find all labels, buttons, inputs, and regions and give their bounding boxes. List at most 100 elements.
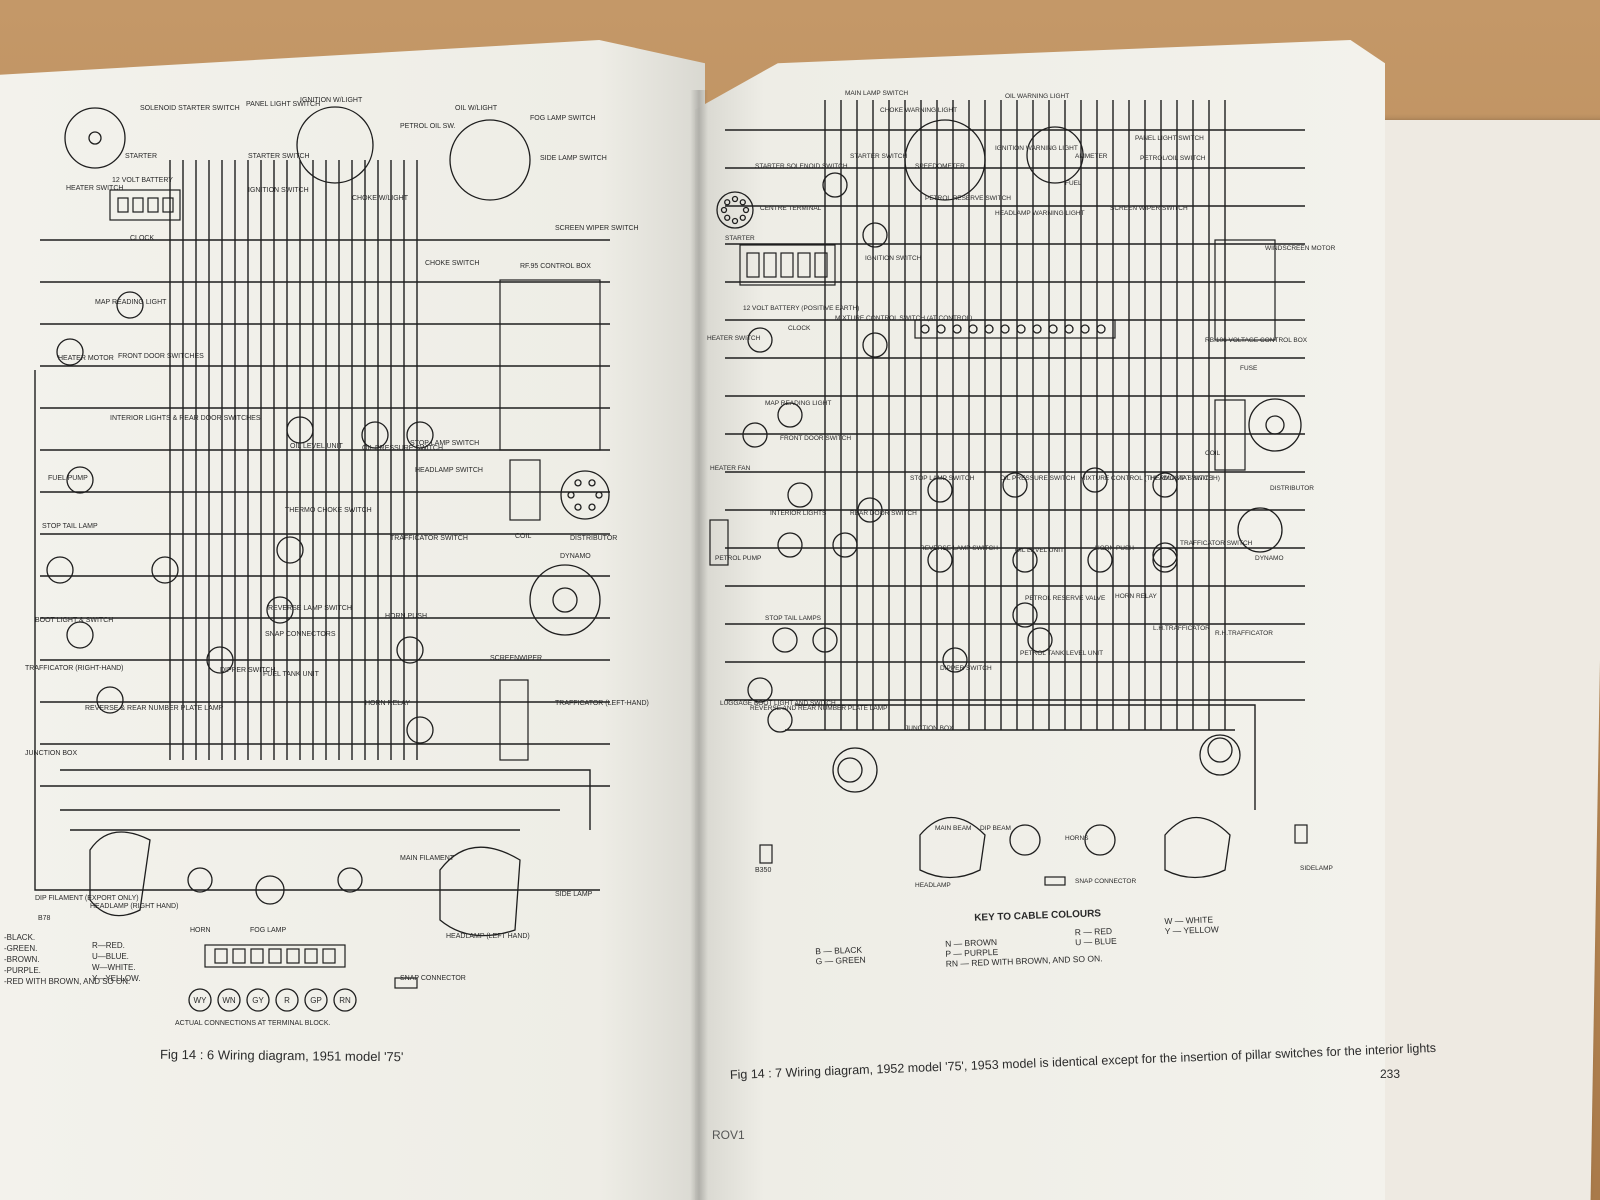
battery-cell bbox=[763, 252, 777, 278]
terminal-label-circle bbox=[304, 988, 328, 1012]
key-title: KEY TO CABLE COLOURS bbox=[974, 908, 1102, 923]
component-label-right: PETROL/OIL SWITCH bbox=[1140, 155, 1206, 162]
component-symbol bbox=[1012, 602, 1038, 628]
terminal bbox=[952, 324, 962, 334]
colour-key-entry: -RED WITH BROWN, AND SO ON. bbox=[4, 977, 130, 986]
component-symbol bbox=[1082, 467, 1108, 493]
terminal-block-symbol bbox=[204, 944, 346, 968]
component-label-right: SIDELAMP bbox=[1300, 865, 1333, 872]
gauge-symbol bbox=[1026, 126, 1084, 184]
control-box-symbol bbox=[499, 279, 601, 451]
figure-caption-left: Fig 14 : 6 Wiring diagram, 1951 model '7… bbox=[159, 1046, 404, 1065]
terminal-label-circle bbox=[275, 988, 299, 1012]
component-symbol bbox=[56, 338, 84, 366]
component-label-right: MAIN BEAM bbox=[935, 825, 971, 832]
component-symbol bbox=[46, 556, 74, 584]
book-back-cover bbox=[1350, 120, 1600, 1200]
component-label-right: WINDSCREEN MOTOR bbox=[1265, 245, 1336, 252]
component-label-left: BOOT LIGHT & SWITCH bbox=[35, 617, 113, 624]
coil-symbol bbox=[1214, 399, 1246, 471]
junction-box-symbol bbox=[832, 747, 878, 793]
component-symbol bbox=[747, 327, 773, 353]
component-label-left: THERMO CHOKE SWITCH bbox=[285, 507, 372, 514]
coil-symbol bbox=[509, 459, 541, 521]
terminal-label: GY bbox=[252, 996, 264, 1005]
distributor-rotor bbox=[1265, 415, 1285, 435]
component-symbol bbox=[832, 532, 858, 558]
component-label-right: STOP TAIL LAMPS bbox=[765, 615, 822, 622]
wire bbox=[34, 370, 600, 891]
component-label-left: CHOKE W/LIGHT bbox=[352, 195, 409, 202]
component-symbol bbox=[1152, 547, 1178, 573]
component-label-right: OIL LEVEL UNIT bbox=[1015, 547, 1064, 554]
component-label-left: SCREENWIPER bbox=[490, 655, 542, 662]
component-label-right: OIL WARNING LIGHT bbox=[1005, 93, 1069, 100]
component-label-left: STOP LAMP SWITCH bbox=[410, 440, 479, 447]
starter-terminal bbox=[739, 199, 746, 206]
distributor-terminal bbox=[588, 479, 596, 487]
component-label-right: PANEL LIGHT SWITCH bbox=[1135, 135, 1204, 142]
component-label-right: PETROL RESERVE SWITCH bbox=[925, 195, 1011, 202]
component-symbol bbox=[276, 536, 304, 564]
signature-mark: ROV1 bbox=[712, 1128, 745, 1142]
component-label-left: SNAP CONNECTOR bbox=[400, 975, 466, 982]
component-label-left: RF.95 CONTROL BOX bbox=[520, 263, 591, 270]
component-label-left: REVERSE & REAR NUMBER PLATE LAMP bbox=[85, 705, 224, 712]
component-label-right: FUSE bbox=[1240, 365, 1258, 372]
component-label-right: HORN RELAY bbox=[1115, 593, 1157, 600]
component-symbol bbox=[787, 482, 813, 508]
component-label-right: STARTER bbox=[725, 235, 755, 242]
component-label-right: SNAP CONNECTOR bbox=[1075, 878, 1136, 885]
component-label-right: SCREEN WIPER SWITCH bbox=[1110, 205, 1188, 212]
terminal-label-circle bbox=[188, 988, 212, 1012]
battery-cell bbox=[132, 197, 144, 213]
component-symbol bbox=[812, 627, 838, 653]
component-label-left: SIDE LAMP SWITCH bbox=[540, 155, 607, 162]
component-label-left: MAP READING LIGHT bbox=[95, 299, 167, 306]
component-label-left: HORN PUSH bbox=[385, 613, 427, 620]
component-label-right: REVERSE LAMP SWITCH bbox=[920, 545, 998, 552]
snap-connector-symbol bbox=[394, 977, 418, 989]
headlamp-symbol bbox=[919, 816, 986, 879]
terminal bbox=[1064, 324, 1074, 334]
component-label-left: FUEL TANK UNIT bbox=[263, 671, 320, 678]
starter-terminal bbox=[724, 199, 731, 206]
component-label-left: INTERIOR LIGHTS & REAR DOOR SWITCHES bbox=[110, 415, 261, 422]
component-label-left: FUEL PUMP bbox=[48, 475, 88, 482]
component-label-left: STARTER bbox=[125, 153, 157, 160]
component-label-right: 12 VOLT BATTERY (POSITIVE EARTH) bbox=[743, 305, 859, 312]
component-label-right: HEADLAMP WARNING LIGHT bbox=[995, 210, 1085, 217]
component-label-left: OIL LEVEL UNIT bbox=[290, 443, 344, 450]
terminal bbox=[1000, 324, 1010, 334]
terminal-screw bbox=[250, 948, 264, 964]
terminal-screw bbox=[322, 948, 336, 964]
component-label-left: PETROL OIL SW. bbox=[400, 123, 456, 130]
component-symbol bbox=[862, 332, 888, 358]
component-symbol bbox=[942, 647, 968, 673]
battery-cell bbox=[746, 252, 760, 278]
battery-cell bbox=[162, 197, 174, 213]
component-label-left: DYNAMO bbox=[560, 553, 591, 560]
colour-key-entry: -GREEN. bbox=[4, 944, 37, 953]
book-gutter bbox=[690, 90, 708, 1200]
component-label-left: PANEL LIGHT SWITCH bbox=[246, 101, 320, 108]
component-label-left: DIPPER SWITCH bbox=[220, 667, 276, 674]
terminal bbox=[1016, 324, 1026, 334]
voltage-control-box-symbol bbox=[1214, 239, 1276, 341]
diagram-code: B78 bbox=[38, 915, 51, 922]
component-label-left: CLOCK bbox=[130, 235, 154, 242]
component-symbol bbox=[396, 636, 424, 664]
colour-key-entry: -PURPLE. bbox=[4, 966, 41, 975]
component-label-left: HEADLAMP SWITCH bbox=[415, 467, 483, 474]
component-symbol bbox=[767, 707, 793, 733]
colour-key-entry: -BROWN. bbox=[4, 955, 40, 964]
component-symbol bbox=[206, 646, 234, 674]
component-label-right: MAIN LAMP SWITCH bbox=[845, 90, 908, 97]
component-symbol bbox=[777, 532, 803, 558]
component-symbol bbox=[1152, 542, 1178, 568]
component-symbol bbox=[286, 416, 314, 444]
component-label-right: REVERSE AND REAR NUMBER PLATE LAMP bbox=[750, 705, 888, 712]
battery-cell bbox=[814, 252, 828, 278]
component-label-right: R.H.TRAFFICATOR bbox=[1215, 630, 1273, 637]
